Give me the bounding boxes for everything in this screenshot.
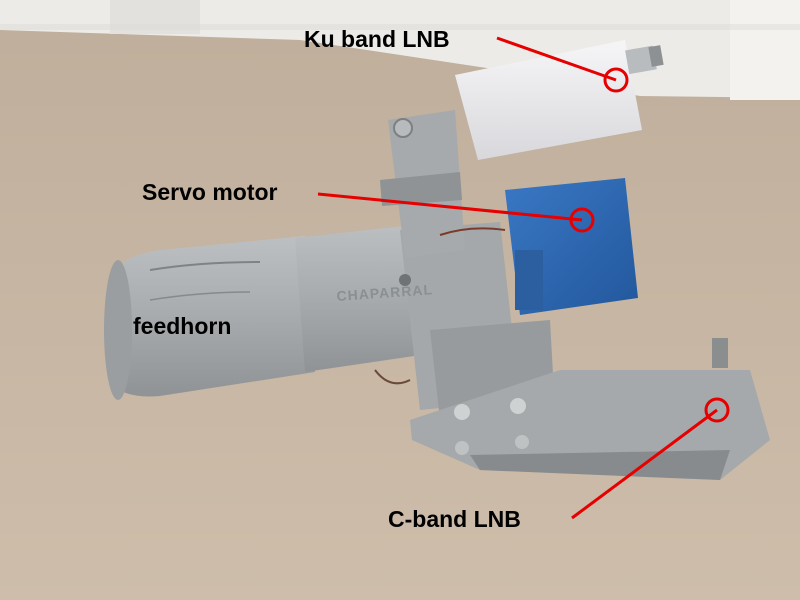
label-servo-motor: Servo motor [142, 179, 278, 205]
ku-band-lnb-body [455, 40, 664, 160]
label-c-band-lnb: C-band LNB [388, 506, 521, 532]
baseboard [0, 24, 800, 30]
screw [399, 274, 411, 286]
pointer-ku [496, 36, 629, 93]
c-band-lnb-body [410, 338, 770, 480]
servo-motor-body [439, 178, 638, 315]
label-feedhorn: feedhorn [133, 313, 232, 339]
ku-arm [380, 110, 465, 258]
pointer-c-band [571, 397, 730, 520]
pointer-servo [317, 192, 595, 233]
label-ku-band-lnb: Ku band LNB [304, 26, 450, 52]
wires [374, 369, 411, 385]
door-frame [730, 0, 800, 100]
